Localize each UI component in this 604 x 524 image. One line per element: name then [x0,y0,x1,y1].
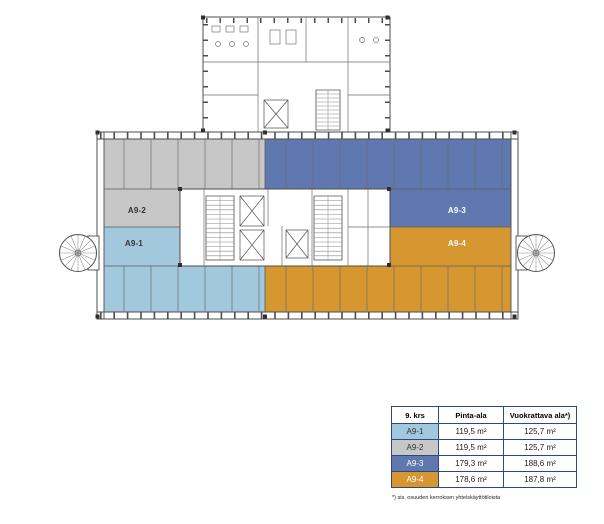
area-summary-table: 9. krs Pinta-ala Vuokrattava ala*) A9-1 … [391,406,577,488]
pinta-ala-a9-1: 119,5 m² [438,423,504,440]
vuokrattava-ala-a9-2: 125,7 m² [503,439,577,456]
core-partitions [203,189,390,266]
tower-elevator [263,99,289,129]
table-header-pinta-ala: Pinta-ala [438,406,504,424]
zone-label-a9-4: A9-4 [448,239,466,248]
zone-label-a9-3: A9-3 [448,206,466,215]
vuokrattava-ala-a9-3: 188,6 m² [503,455,577,472]
zone-swatch-a9-4: A9-4 [391,471,439,488]
table-row-a9-3: A9-3 179,3 m² 188,6 m² [391,455,577,472]
pinta-ala-a9-4: 178,6 m² [438,471,504,488]
table-header-floor: 9. krs [391,406,439,424]
stair-treads [206,89,342,260]
building-tower [202,16,391,134]
pinta-ala-a9-3: 179,3 m² [438,455,504,472]
vuokrattava-ala-a9-1: 125,7 m² [503,423,577,440]
zone-swatch-a9-1: A9-1 [391,423,439,440]
table-header-row: 9. krs Pinta-ala Vuokrattava ala*) [391,406,577,424]
table-footnote: *) sis. osuuden kerroksen yhteiskäyttöti… [392,495,501,501]
building-core [179,89,391,267]
zone-swatch-a9-3: A9-3 [391,455,439,472]
zone-label-a9-1: A9-1 [125,239,143,248]
tower-fixtures [211,25,379,47]
pinta-ala-a9-2: 119,5 m² [438,439,504,456]
table-row-a9-2: A9-2 119,5 m² 125,7 m² [391,439,577,456]
table-row-a9-1: A9-1 119,5 m² 125,7 m² [391,423,577,440]
spiral-stair-treads [59,234,555,272]
vuokrattava-ala-a9-4: 187,8 m² [503,471,577,488]
room-partitions [123,139,503,312]
tower-interior-walls [203,17,390,133]
table-header-vuokrattava-ala: Vuokrattava ala*) [503,406,577,424]
zone-label-a9-2: A9-2 [128,206,146,215]
building-wing [95,15,519,320]
zone-swatch-a9-2: A9-2 [391,439,439,456]
elevator-shafts [239,195,309,261]
columns [95,15,517,319]
table-row-a9-4: A9-4 178,6 m² 187,8 m² [391,471,577,488]
